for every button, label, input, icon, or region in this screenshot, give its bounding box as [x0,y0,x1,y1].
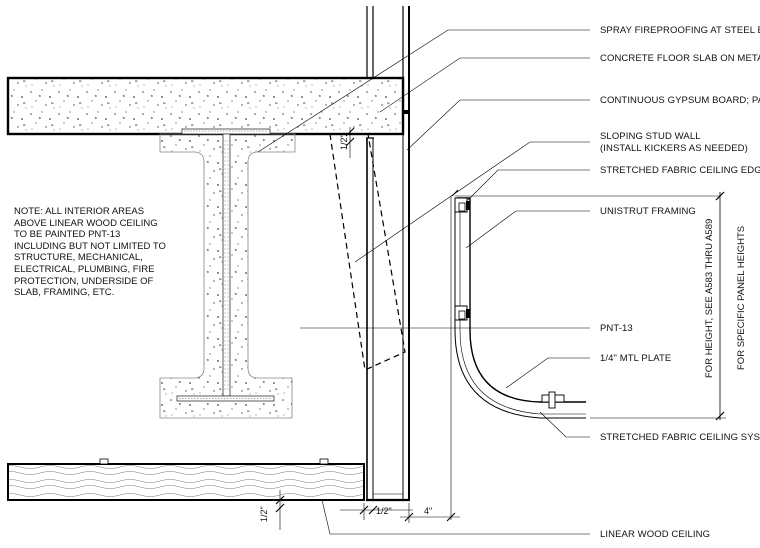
dim-gap-bottom-wall: 1/2" [376,506,392,516]
note-line: ABOVE LINEAR WOOD CEILING [14,217,158,229]
height-dimension [590,191,726,421]
dim-gap-top: 1/2" [339,134,349,150]
linear-wood-ceiling [7,458,365,501]
note-line: INCLUDING BUT NOT LIMITED TO [14,240,166,252]
note-line: STRUCTURE, MECHANICAL, [14,252,143,264]
note-line: NOTE: ALL INTERIOR AREAS [14,206,145,217]
callout-spray-fireproofing: SPRAY FIREPROOFING AT STEEL BEAM [600,25,760,36]
note-line: ELECTRICAL, PLUMBING, FIRE [14,263,155,275]
note-line: SLAB, FRAMING, ETC. [14,287,115,299]
callout-unistrut: UNISTRUT FRAMING [600,206,696,217]
callout-kickers: (INSTALL KICKERS AS NEEDED) [600,143,748,154]
general-note: NOTE: ALL INTERIOR AREAS ABOVE LINEAR WO… [14,206,166,299]
concrete-slab [6,76,405,136]
height-note-line1: FOR HEIGHT, SEE A583 THRU A589 [704,218,715,378]
note-line: TO BE PAINTED PNT-13 [14,229,121,241]
callout-gypsum-board: CONTINUOUS GYPSUM BOARD; PAINT F [600,95,760,106]
callout-pnt13: PNT-13 [600,323,633,334]
dimension-marks [275,127,460,530]
callout-wood-ceiling: LINEAR WOOD CEILING [600,529,711,540]
steel-beam [159,128,296,419]
dim-gap-bottom-left: 1/2" [259,506,269,522]
dim-offset: 4" [424,506,433,516]
gypsum-wall [366,6,410,502]
callout-fabric-system: STRETCHED FABRIC CEILING SYSTEM [600,432,760,443]
stretched-fabric-system [450,189,720,520]
leader-lines [257,29,590,535]
note-line: PROTECTION, UNDERSIDE OF [14,275,154,287]
sloping-stud-wall [329,133,406,371]
callout-mtl-plate: 1/4" MTL PLATE [600,353,672,364]
height-note-line2: FOR SPECIFIC PANEL HEIGHTS [736,225,747,370]
callout-concrete-slab: CONCRETE FLOOR SLAB ON METAL DEC [600,53,760,64]
callout-edge-clip: STRETCHED FABRIC CEILING EDGE CLI [600,165,760,176]
callout-sloping-stud-wall: SLOPING STUD WALL [600,131,701,142]
